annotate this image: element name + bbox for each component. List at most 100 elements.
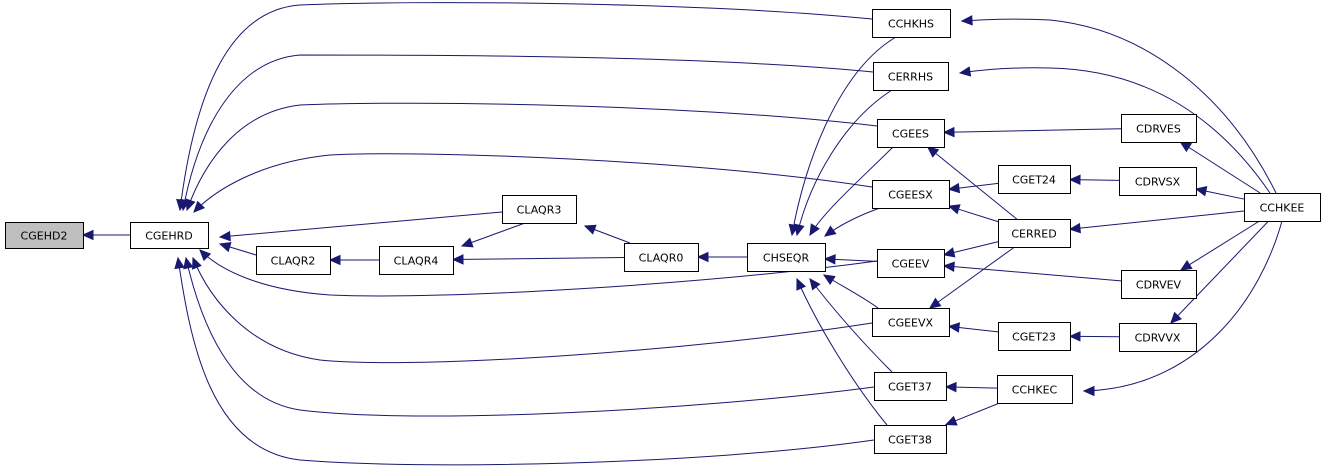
edge-cgehrd-to-cgehd2 xyxy=(81,229,130,241)
arrowhead-icon xyxy=(193,200,206,213)
edge-cchkec-to-cget38 xyxy=(944,402,1000,426)
node-cgeevx[interactable]: CGEEVX xyxy=(872,308,950,337)
node-cdrves[interactable]: CDRVES xyxy=(1121,114,1197,143)
node-cget38[interactable]: CGET38 xyxy=(874,425,947,454)
arrowhead-icon xyxy=(947,322,961,333)
node-cget37[interactable]: CGET37 xyxy=(874,372,947,401)
edge-cgeevx-to-chseqr xyxy=(822,274,879,309)
arrowhead-icon xyxy=(822,274,836,286)
edge-cdrvvx-to-cget23 xyxy=(1068,331,1120,342)
edge-cchkee-to-cerred xyxy=(1068,210,1245,234)
edge-cgeevx-to-cgehrd xyxy=(192,256,873,364)
arrowhead-icon xyxy=(192,256,202,270)
arrowhead-icon xyxy=(824,225,837,237)
arrowhead-icon xyxy=(1082,385,1095,397)
arrowhead-icon xyxy=(460,237,474,248)
arrowhead-icon xyxy=(451,254,464,265)
arrowhead-icon xyxy=(1068,174,1081,186)
node-label: CGET23 xyxy=(1012,331,1056,344)
edge-cdrvsx-to-cget24 xyxy=(1068,174,1120,186)
edge-cerrhs-to-cgehrd xyxy=(179,54,874,212)
edge-cchkee-to-cchkec xyxy=(1082,220,1283,397)
node-label: CDRVSX xyxy=(1135,176,1181,189)
node-cget24[interactable]: CGET24 xyxy=(998,165,1071,194)
node-label: CERRHS xyxy=(888,71,933,84)
edge-cget23-to-cgeevx xyxy=(947,322,999,333)
node-box xyxy=(873,62,949,91)
node-label: CGET38 xyxy=(888,434,932,447)
node-cerred[interactable]: CERRED xyxy=(998,219,1071,248)
node-label: CLAQR4 xyxy=(394,255,439,268)
arrowhead-icon xyxy=(81,229,94,241)
edge-claqr4-to-claqr2 xyxy=(328,254,379,266)
node-box xyxy=(1121,114,1197,143)
node-claqr3[interactable]: CLAQR3 xyxy=(502,195,577,224)
node-cgehrd[interactable]: CGEHRD xyxy=(130,222,209,249)
node-box xyxy=(379,246,454,275)
node-claqr0[interactable]: CLAQR0 xyxy=(624,243,699,272)
node-chseqr[interactable]: CHSEQR xyxy=(747,243,826,272)
node-label: CDRVEV xyxy=(1136,279,1182,292)
arrowhead-icon xyxy=(942,126,955,138)
node-cchkec[interactable]: CCHKEC xyxy=(997,375,1073,404)
node-label: CCHKEE xyxy=(1260,202,1305,215)
arrowhead-icon xyxy=(796,277,807,291)
edge-cerrhs-to-chseqr xyxy=(794,89,893,237)
node-cgehd2[interactable]: CGEHD2 xyxy=(5,222,84,249)
node-cdrvev[interactable]: CDRVEV xyxy=(1121,270,1197,299)
edge-cgees-to-chseqr xyxy=(809,146,894,237)
arrowhead-icon xyxy=(199,249,212,262)
edge-cget37-to-chseqr xyxy=(809,278,893,373)
node-cchkee[interactable]: CCHKEE xyxy=(1244,193,1321,222)
edge-cget38-to-cgehrd xyxy=(174,256,875,466)
node-claqr4[interactable]: CLAQR4 xyxy=(379,246,454,275)
node-cgeev[interactable]: CGEEV xyxy=(877,249,945,278)
node-label: CDRVVX xyxy=(1135,332,1181,345)
edge-claqr0-to-claqr4 xyxy=(451,254,625,265)
node-cgees[interactable]: CGEES xyxy=(877,119,945,148)
arrowhead-icon xyxy=(942,261,955,272)
arrowhead-icon xyxy=(1179,259,1193,271)
node-box xyxy=(872,9,951,38)
node-label: CLAQR0 xyxy=(639,252,684,265)
arrowhead-icon xyxy=(1068,222,1081,234)
node-cgeesx[interactable]: CGEESX xyxy=(872,180,950,209)
node-box xyxy=(1121,270,1197,299)
arrowhead-icon xyxy=(328,254,341,266)
node-label: CGEHRD xyxy=(145,230,193,243)
node-label: CLAQR3 xyxy=(517,204,562,217)
node-cchkhs[interactable]: CCHKHS xyxy=(872,9,951,38)
node-box xyxy=(997,375,1073,404)
node-box xyxy=(872,308,950,337)
arrowhead-icon xyxy=(944,415,958,426)
node-claqr2[interactable]: CLAQR2 xyxy=(256,246,331,275)
node-cdrvvx[interactable]: CDRVVX xyxy=(1119,323,1197,352)
node-label: CLAQR2 xyxy=(271,255,316,268)
edge-cchkee-to-cdrvvx xyxy=(1170,220,1269,324)
node-box xyxy=(1244,193,1321,222)
node-label: CGEES xyxy=(892,128,929,141)
arrowhead-icon xyxy=(944,381,957,393)
node-cget23[interactable]: CGET23 xyxy=(998,322,1071,351)
edge-cgeev-to-chseqr xyxy=(823,254,878,265)
node-label: CGEHD2 xyxy=(21,230,68,243)
arrowhead-icon xyxy=(809,223,820,237)
node-box xyxy=(877,119,945,148)
node-label: CGET24 xyxy=(1012,174,1056,187)
node-cdrvsx[interactable]: CDRVSX xyxy=(1119,167,1197,196)
edge-cchkec-to-cget37 xyxy=(944,381,998,393)
node-box xyxy=(998,322,1071,351)
node-box xyxy=(1119,167,1197,196)
edge-cchkee-to-cdrvev xyxy=(1179,220,1260,271)
edge-cgeesx-to-chseqr xyxy=(824,207,881,237)
node-label: CGET37 xyxy=(888,381,932,394)
arrowhead-icon xyxy=(218,230,231,242)
arrowhead-icon xyxy=(583,224,597,235)
edge-cgeev-to-cgehrd xyxy=(199,249,878,297)
edge-claqr3-to-cgehrd xyxy=(218,211,503,242)
arrowhead-icon xyxy=(696,251,709,263)
node-label: CCHKHS xyxy=(888,18,934,31)
node-cerrhs[interactable]: CERRHS xyxy=(873,62,949,91)
